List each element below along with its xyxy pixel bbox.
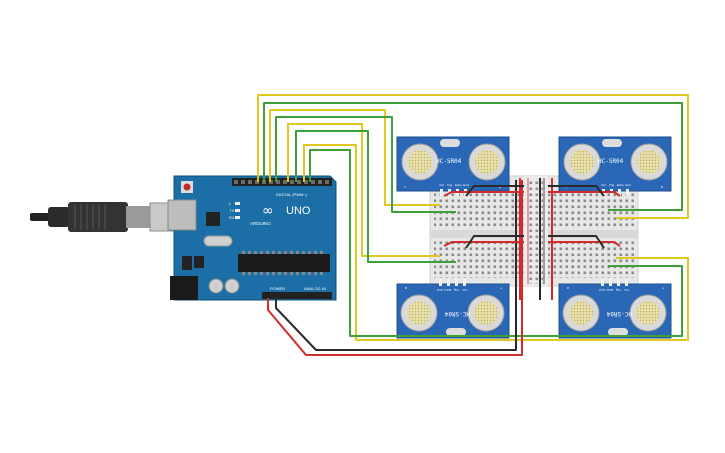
wire-green-3[interactable] — [295, 130, 456, 263]
brand-label: ARDUINO — [250, 221, 271, 226]
wire-green-1[interactable] — [263, 102, 683, 211]
pin-label-gnd: Gnd — [625, 183, 631, 187]
arduino-uno-board[interactable]: ∞ UNO ARDUINO DIGITAL (PWM~) POWER ANALO… — [167, 175, 337, 301]
sensor-pins[interactable] — [601, 279, 628, 286]
pin-label-trig: Trig — [616, 288, 621, 292]
wire-green-2[interactable] — [275, 116, 456, 213]
hc-sr04-sensor-bottom-right[interactable]: HC-SR04 Vcc Trig Echo Gnd T R — [558, 279, 672, 339]
pin-label-vcc: Vcc — [439, 183, 445, 187]
hc-sr04-sensor-top-left[interactable]: HC-SR04 Vcc Trig Echo Gnd T R — [396, 136, 510, 196]
analog-label: ANALOG IN — [304, 286, 326, 291]
rx-label: RX — [229, 215, 235, 220]
usb-chip — [206, 212, 220, 226]
pin-label-echo: Echo — [455, 183, 462, 187]
pin-label-gnd: Gnd — [437, 288, 443, 292]
wire-yellow-2[interactable] — [269, 109, 440, 206]
pin-label-trig: Trig — [447, 183, 452, 187]
hc-sr04-sensor-bottom-left[interactable]: HC-SR04 Vcc Trig Echo Gnd T R — [396, 279, 510, 339]
sensor-crystal — [446, 328, 466, 336]
pin-label-vcc: Vcc — [601, 183, 607, 187]
sensor-model-label: HC-SR04 — [606, 310, 632, 317]
breadboard[interactable] — [429, 175, 639, 287]
wire-red-rail-right[interactable] — [548, 191, 621, 197]
pin-label-echo: Echo — [617, 183, 624, 187]
pin-label-echo: Echo — [444, 288, 451, 292]
wire-red-rail-mid-l[interactable] — [443, 241, 524, 247]
l-led-label: L — [229, 201, 232, 206]
r-label: R — [566, 286, 569, 290]
pin-label-gnd: Gnd — [463, 183, 469, 187]
capacitor-1 — [208, 278, 224, 294]
pin-label-gnd: Gnd — [599, 288, 605, 292]
r-label: R — [661, 185, 664, 189]
t-label: T — [662, 286, 664, 290]
wire-black-rail-right[interactable] — [548, 185, 605, 197]
t-label: T — [500, 286, 502, 290]
wire-green-4[interactable] — [309, 149, 683, 337]
wire-black-rail-top[interactable] — [465, 185, 524, 197]
wire-yellow-4[interactable] — [303, 144, 689, 341]
power-rails — [524, 176, 548, 286]
sensor-model-label: HC-SR04 — [444, 310, 470, 317]
wire-red-rail-mid-r[interactable] — [548, 241, 621, 247]
wire-red-vcc[interactable] — [267, 180, 523, 356]
sensor-model-label: HC-SR04 — [598, 158, 624, 165]
r-label: R — [404, 286, 407, 290]
pin-label-trig: Trig — [454, 288, 459, 292]
digital-header[interactable] — [232, 178, 332, 186]
sensor-crystal — [440, 139, 460, 147]
pin-label-vcc: Vcc — [623, 288, 629, 292]
capacitor-2 — [224, 278, 240, 294]
pin-label-trig: Trig — [609, 183, 614, 187]
wire-yellow-1[interactable] — [257, 94, 689, 219]
sensor-crystal — [602, 139, 622, 147]
digital-label: DIGITAL (PWM~) — [276, 192, 308, 197]
wire-red-rail-top[interactable] — [443, 191, 524, 197]
usb-jack — [167, 199, 197, 231]
pin-label-vcc: Vcc — [461, 288, 467, 292]
wire-black-gnd[interactable] — [275, 180, 517, 351]
pin-label-echo: Echo — [606, 288, 613, 292]
crystal-oscillator — [203, 235, 233, 247]
usb-cable[interactable] — [30, 202, 177, 232]
wire-black-rail-mid-l[interactable] — [465, 235, 524, 249]
wire-yellow-3[interactable] — [287, 123, 440, 257]
model-label: UNO — [286, 205, 311, 217]
tx-label: TX — [229, 208, 234, 213]
atmega-chip — [238, 254, 330, 272]
power-analog-header[interactable] — [262, 292, 332, 299]
wires[interactable] — [257, 94, 689, 356]
regulator — [182, 256, 192, 270]
sensor-model-label: HC-SR04 — [436, 158, 462, 165]
t-label: T — [404, 185, 406, 189]
arduino-logo: ∞ — [262, 203, 274, 219]
sensor-crystal — [608, 328, 628, 336]
sensor-pins[interactable] — [439, 279, 466, 286]
hc-sr04-sensor-top-right[interactable]: HC-SR04 Vcc Trig Echo Gnd T R — [558, 136, 672, 196]
power-label: POWER — [270, 286, 285, 291]
power-jack — [170, 276, 198, 300]
wire-black-rail-mid-r[interactable] — [548, 235, 605, 249]
